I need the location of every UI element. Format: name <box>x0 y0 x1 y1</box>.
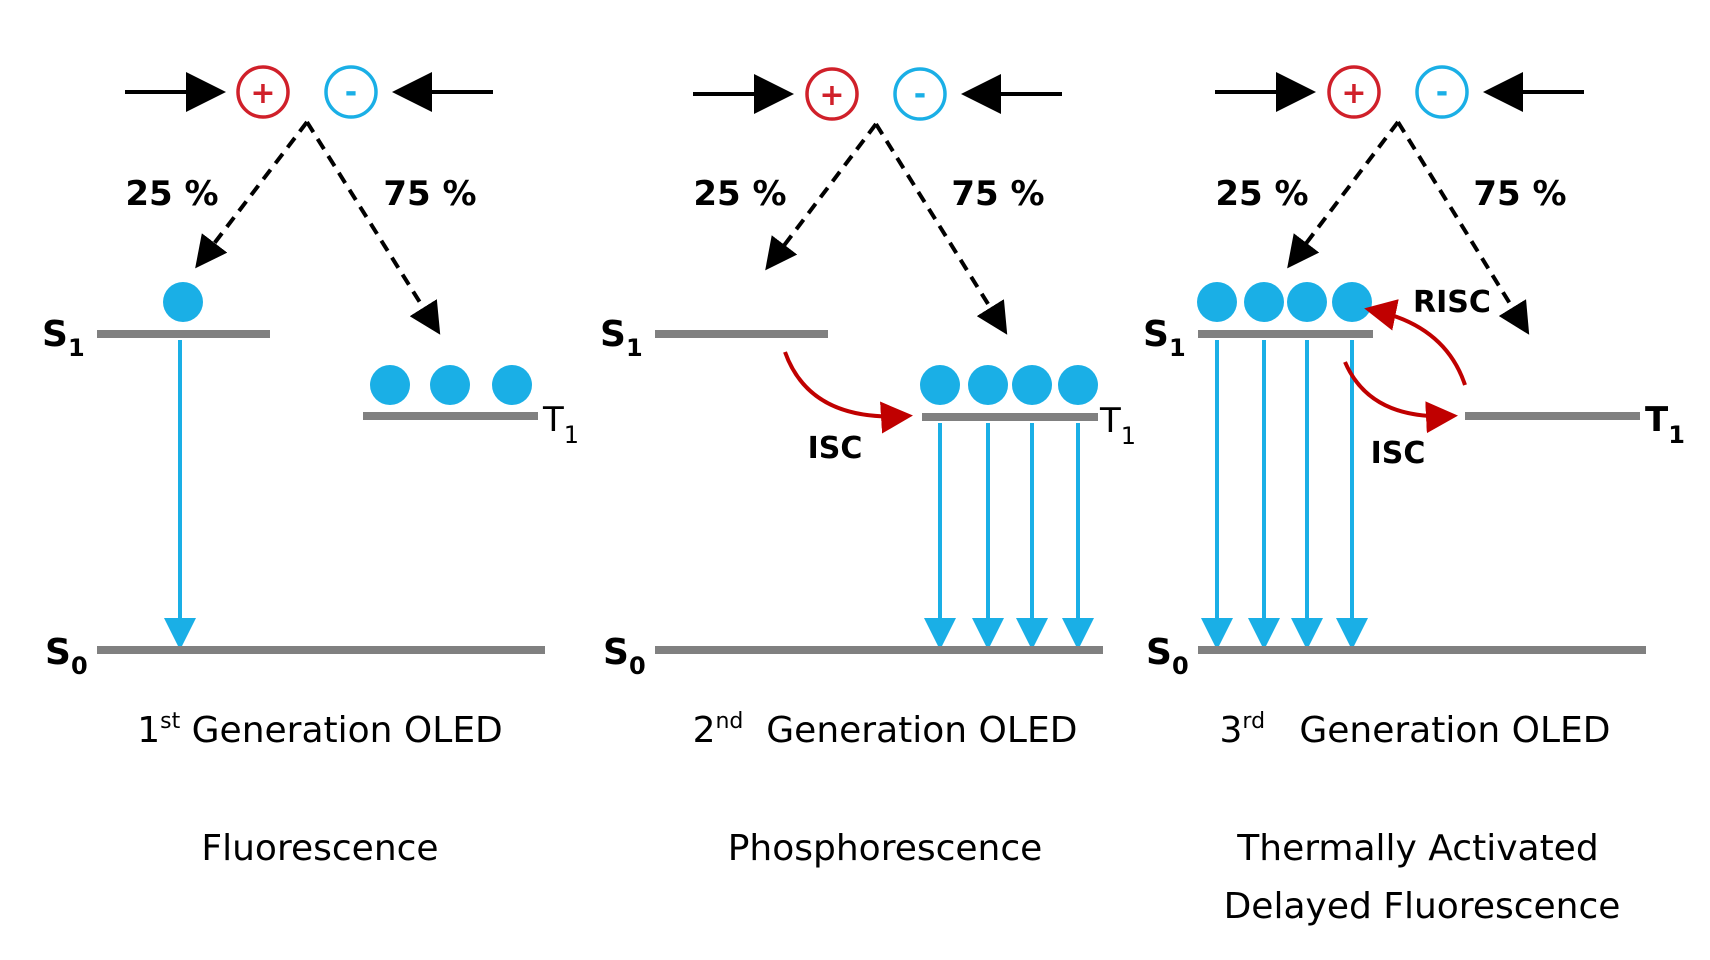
singlet-exciton <box>163 282 203 322</box>
s0-level-label: S0 <box>603 632 646 680</box>
mechanism-label: Delayed Fluorescence <box>1224 886 1621 927</box>
electron-charge-sign: - <box>345 75 357 110</box>
triplet-fraction-label: 75 % <box>951 174 1044 214</box>
risc-label: RISC <box>1413 285 1491 320</box>
charge-injection: + - <box>1215 65 1584 119</box>
isc-label: ISC <box>1371 436 1426 471</box>
hole-charge-icon <box>236 65 290 119</box>
singlet-exciton <box>1244 282 1284 322</box>
mechanism-label: Phosphorescence <box>728 828 1043 869</box>
generation-title: 3rd Generation OLED <box>1220 709 1611 751</box>
hole-charge-sign: + <box>819 78 844 113</box>
panel-third-generation: + - 25 % 75 % S1 RISC ISC T1 S0 3rd Gene… <box>1143 65 1685 927</box>
triplet-exciton <box>492 365 532 405</box>
t1-level-label: T1 <box>1099 401 1136 450</box>
electron-charge-sign: - <box>914 77 926 112</box>
triplet-fraction-label: 75 % <box>1473 174 1566 214</box>
triplet-branch-arrow <box>305 120 441 335</box>
singlet-branch-arrow <box>1287 120 1400 269</box>
triplet-branch-arrow <box>1396 120 1530 335</box>
charge-injection: + - <box>125 65 493 119</box>
t1-level-label: T1 <box>542 400 579 449</box>
hole-charge-icon <box>805 67 859 121</box>
singlet-fraction-label: 25 % <box>1215 174 1308 214</box>
electron-charge-sign: - <box>1436 75 1448 110</box>
singlet-fraction-label: 25 % <box>125 174 218 214</box>
isc-label: ISC <box>808 431 863 466</box>
triplet-exciton <box>1058 365 1098 405</box>
electron-charge-icon <box>324 65 378 119</box>
panel-first-generation: + - 25 % 75 % S1 T1 S0 1st Generation OL… <box>42 65 579 869</box>
s0-level-label: S0 <box>45 632 88 680</box>
generation-title: 1st Generation OLED <box>137 709 503 751</box>
triplet-fraction-label: 75 % <box>383 174 476 214</box>
triplet-exciton <box>370 365 410 405</box>
triplet-branch-arrow <box>874 122 1008 335</box>
s1-level-label: S1 <box>600 314 643 362</box>
triplet-exciton <box>430 365 470 405</box>
singlet-fraction-label: 25 % <box>693 174 786 214</box>
mechanism-label: Thermally Activated <box>1236 828 1598 869</box>
singlet-exciton <box>1197 282 1237 322</box>
s0-level-label: S0 <box>1146 632 1189 680</box>
electron-charge-icon <box>893 67 947 121</box>
electron-charge-icon <box>1415 65 1469 119</box>
hole-charge-sign: + <box>250 76 275 111</box>
risc-crossing-arrow <box>1364 299 1467 386</box>
triplet-exciton <box>920 365 960 405</box>
s1-level-label: S1 <box>1143 314 1186 362</box>
isc-crossing-arrow <box>1343 361 1458 434</box>
t1-level-label: T1 <box>1645 400 1685 449</box>
generation-title: 2nd Generation OLED <box>693 709 1078 751</box>
singlet-exciton <box>1332 282 1372 322</box>
triplet-exciton <box>968 365 1008 405</box>
hole-charge-icon <box>1327 65 1381 119</box>
isc-crossing-arrow <box>783 351 913 434</box>
charge-injection: + - <box>693 67 1062 121</box>
mechanism-label: Fluorescence <box>201 828 438 869</box>
hole-charge-sign: + <box>1341 76 1366 111</box>
s1-level-label: S1 <box>42 314 85 362</box>
panel-second-generation: + - 25 % 75 % S1 ISC T1 S0 2nd Generatio… <box>600 67 1136 869</box>
triplet-exciton <box>1012 365 1052 405</box>
singlet-exciton <box>1287 282 1327 322</box>
singlet-branch-arrow <box>195 120 309 269</box>
singlet-branch-arrow <box>765 122 878 271</box>
